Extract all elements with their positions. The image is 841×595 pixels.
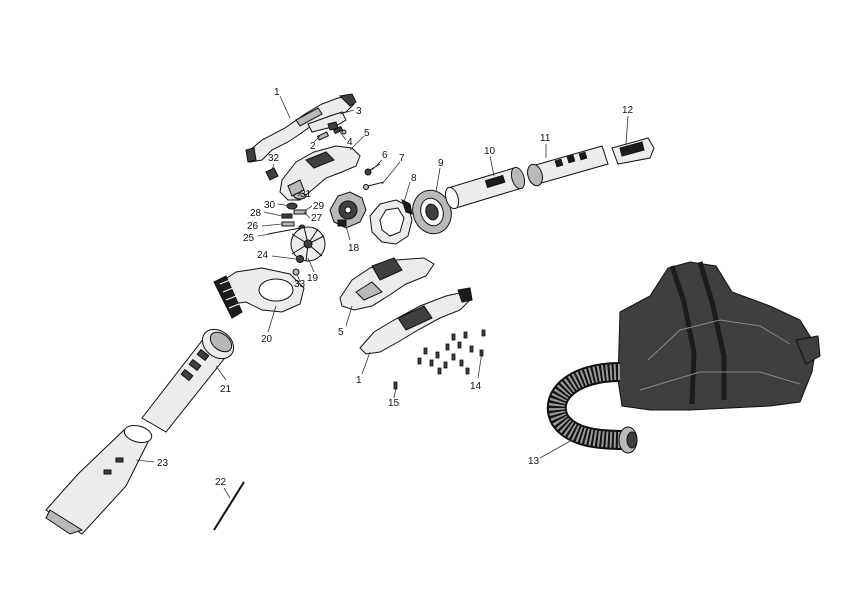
part-21-vacuum-tube	[141, 328, 235, 433]
callout-24: 24	[257, 250, 269, 261]
callout-4: 4	[347, 137, 353, 148]
part-14-screws	[417, 329, 486, 375]
callout-3: 3	[356, 106, 362, 117]
part-33-washer	[292, 268, 300, 276]
callout-33: 33	[294, 279, 306, 290]
part-18-motor	[329, 191, 367, 229]
callout-6: 6	[382, 150, 388, 161]
callout-21: 21	[220, 384, 232, 395]
part-20-intake-cover	[213, 267, 305, 319]
leader-lines	[135, 95, 629, 499]
callout-1-top: 1	[274, 87, 280, 98]
callout-25: 25	[243, 233, 255, 244]
callout-14: 14	[470, 381, 482, 392]
part-22-rod	[213, 481, 245, 531]
part-3-switch	[307, 111, 347, 133]
callout-27: 27	[311, 213, 323, 224]
callout-12: 12	[622, 105, 634, 116]
callout-1-bottom: 1	[356, 375, 362, 386]
part-12-nozzle	[611, 137, 655, 165]
part-10-tube	[444, 166, 526, 210]
callout-31: 31	[300, 189, 312, 200]
callout-18: 18	[348, 243, 360, 254]
callout-9: 9	[438, 158, 444, 169]
callout-10: 10	[484, 146, 496, 157]
part-9-adapter-ring	[412, 189, 452, 235]
callout-23: 23	[157, 458, 169, 469]
callout-13: 13	[528, 456, 540, 467]
callout-29: 29	[313, 201, 325, 212]
callout-2: 2	[310, 141, 316, 152]
callout-15: 15	[388, 398, 400, 409]
callout-30: 30	[264, 200, 276, 211]
callout-28: 28	[250, 208, 262, 219]
callout-7: 7	[399, 153, 405, 164]
part-8-housing-ring	[369, 199, 413, 245]
callout-22: 22	[215, 477, 227, 488]
part-23-flat-nozzle	[45, 424, 153, 535]
part-32-clip	[265, 167, 279, 181]
part-19-impeller	[290, 226, 326, 262]
callout-11: 11	[540, 133, 551, 144]
callout-20: 20	[261, 334, 273, 345]
callout-8: 8	[411, 173, 417, 184]
part-2-4-small-parts	[316, 125, 347, 141]
callout-19: 19	[307, 273, 319, 284]
part-5-lower-housing	[339, 257, 435, 311]
callout-5-top: 5	[364, 128, 370, 139]
part-11-tube	[527, 145, 609, 187]
callout-32: 32	[268, 153, 280, 164]
part-15-screw	[393, 381, 398, 390]
part-1-upper-handle	[245, 93, 357, 163]
callout-5-bottom: 5	[338, 327, 344, 338]
part-24-nut	[296, 255, 304, 263]
part-13-collection-bag	[546, 261, 821, 454]
callout-26: 26	[247, 221, 259, 232]
part-1-lower-handle	[359, 287, 473, 355]
part-5-upper-housing	[279, 145, 361, 201]
part-6-7-bolts	[363, 163, 385, 190]
callout-numbers: 1 3 2 4 5 6 7 8 9 10 11 12 13 14 15 18 1…	[157, 87, 634, 488]
